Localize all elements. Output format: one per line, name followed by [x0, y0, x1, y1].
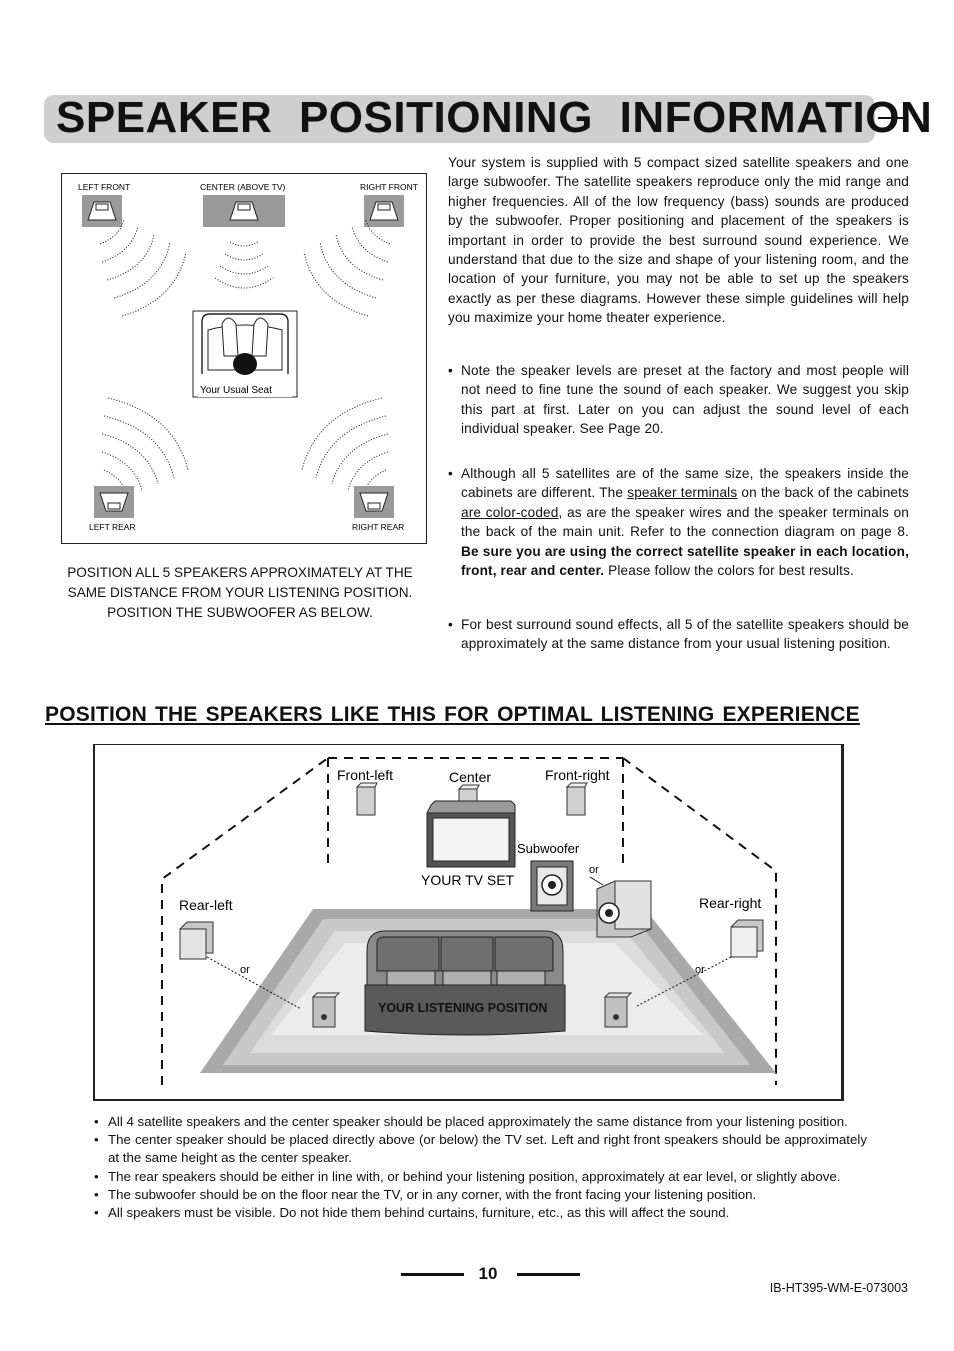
- tv-label: YOUR TV SET: [421, 872, 515, 888]
- label-left-front: LEFT FRONT: [78, 182, 130, 192]
- or-pointer: [589, 876, 604, 886]
- intro-paragraph: Your system is supplied with 5 compact s…: [448, 155, 909, 326]
- label-front-left: Front-left: [337, 767, 393, 783]
- or-pointer-left: [206, 956, 302, 1010]
- rear-left-alt-speaker-icon: [311, 992, 341, 1028]
- left-rear-speaker-icon: [93, 485, 135, 519]
- list-item: •The center speaker should be placed dir…: [94, 1132, 867, 1166]
- center-speaker-icon: [203, 195, 285, 227]
- bullet-dot: •: [448, 363, 453, 378]
- seat-icon: Your Usual Seat: [192, 310, 298, 398]
- seat-label: Your Usual Seat: [200, 385, 272, 396]
- note-text: Please follow the colors for best result…: [604, 563, 854, 579]
- or-left: or: [240, 964, 250, 976]
- note-distance: For best surround sound effects, all 5 o…: [461, 617, 909, 652]
- diagram-caption: POSITION ALL 5 SPEAKERS APPROXIMATELY AT…: [67, 565, 413, 620]
- underlined-speaker-terminals: speaker terminals: [627, 485, 738, 501]
- bold-warning: Be sure you are using the correct satell…: [461, 543, 909, 579]
- label-right-rear: RIGHT REAR: [352, 522, 404, 532]
- label-center: CENTER (ABOVE TV): [200, 182, 285, 192]
- page-title: SPEAKER POSITIONING INFORMATION: [56, 93, 933, 142]
- rear-right-speaker-icon: [730, 919, 764, 958]
- subwoofer-alt-icon: [596, 880, 652, 938]
- speaker-layout-svg: LEFT FRONT CENTER (ABOVE TV) RIGHT FRONT: [78, 182, 418, 532]
- label-rear-left: Rear-left: [179, 897, 233, 913]
- couch-icon: [364, 930, 566, 1036]
- list-item-text: All speakers must be visible. Do not hid…: [108, 1205, 730, 1221]
- room-diagram-svg: Front-left Center Front-right YOUR TV SE…: [161, 757, 777, 1085]
- label-left-rear: LEFT REAR: [89, 522, 136, 532]
- list-item-text: The subwoofer should be on the floor nea…: [108, 1186, 757, 1202]
- rear-right-alt-speaker-icon: [603, 992, 633, 1028]
- note-text: Although all 5 satellites are of the sam…: [461, 466, 909, 501]
- label-front-right: Front-right: [545, 767, 610, 783]
- label-right-front: RIGHT FRONT: [360, 182, 418, 192]
- list-item: •The subwoofer should be on the floor ne…: [94, 1186, 757, 1202]
- front-left-speaker-icon: [355, 782, 378, 816]
- guidelines-list: •All 4 satellite speakers and the center…: [94, 1113, 867, 1222]
- subwoofer-icon: [530, 860, 574, 912]
- listening-position-label: YOUR LISTENING POSITION: [378, 1001, 547, 1015]
- or-right: or: [695, 964, 705, 976]
- list-item: •The rear speakers should be either in l…: [94, 1168, 841, 1184]
- page-number: 10: [478, 1264, 498, 1283]
- page-number-rule-right: [517, 1273, 580, 1276]
- list-item-text: The center speaker should be placed dire…: [108, 1132, 867, 1166]
- bullet-dot: •: [448, 466, 453, 481]
- label-rear-right: Rear-right: [699, 895, 761, 911]
- label-center: Center: [449, 769, 491, 785]
- title-band: [44, 95, 875, 143]
- note-levels: Note the speaker levels are preset at th…: [461, 363, 909, 437]
- room-diagram: Front-left Center Front-right YOUR TV SE…: [93, 744, 844, 1101]
- underlined-color-coded: are color-coded: [461, 504, 559, 520]
- label-subwoofer: Subwoofer: [517, 841, 580, 856]
- note-satellites: Although all 5 satellites are of the sam…: [461, 464, 909, 580]
- bullet-dot: •: [448, 617, 453, 632]
- note-text: on the back of the cabinets: [737, 485, 909, 501]
- sound-waves: [99, 219, 391, 497]
- rear-left-speaker-icon: [179, 921, 214, 960]
- right-rear-speaker-icon: [353, 485, 395, 519]
- front-right-speaker-icon: [565, 782, 588, 816]
- tv-icon: [426, 800, 516, 868]
- list-item-text: All 4 satellite speakers and the center …: [108, 1114, 848, 1129]
- list-item: •All speakers must be visible. Do not hi…: [94, 1205, 730, 1221]
- right-front-speaker-icon: [363, 194, 405, 228]
- document-code: IB-HT395-WM-E-073003: [769, 1281, 908, 1295]
- speaker-layout-diagram: LEFT FRONT CENTER (ABOVE TV) RIGHT FRONT: [61, 173, 427, 544]
- list-item-text: The rear speakers should be either in li…: [108, 1168, 841, 1184]
- list-item: •All 4 satellite speakers and the center…: [94, 1114, 848, 1129]
- section-heading: POSITION THE SPEAKERS LIKE THIS FOR OPTI…: [45, 703, 860, 726]
- page-number-rule-left: [401, 1273, 464, 1276]
- left-front-speaker-icon: [81, 194, 123, 228]
- or-subwoofer: or: [589, 864, 599, 876]
- note-text: , as are the speaker wires and the speak…: [461, 504, 910, 540]
- title-rule: [878, 117, 908, 119]
- dashed-walls: [161, 757, 777, 1085]
